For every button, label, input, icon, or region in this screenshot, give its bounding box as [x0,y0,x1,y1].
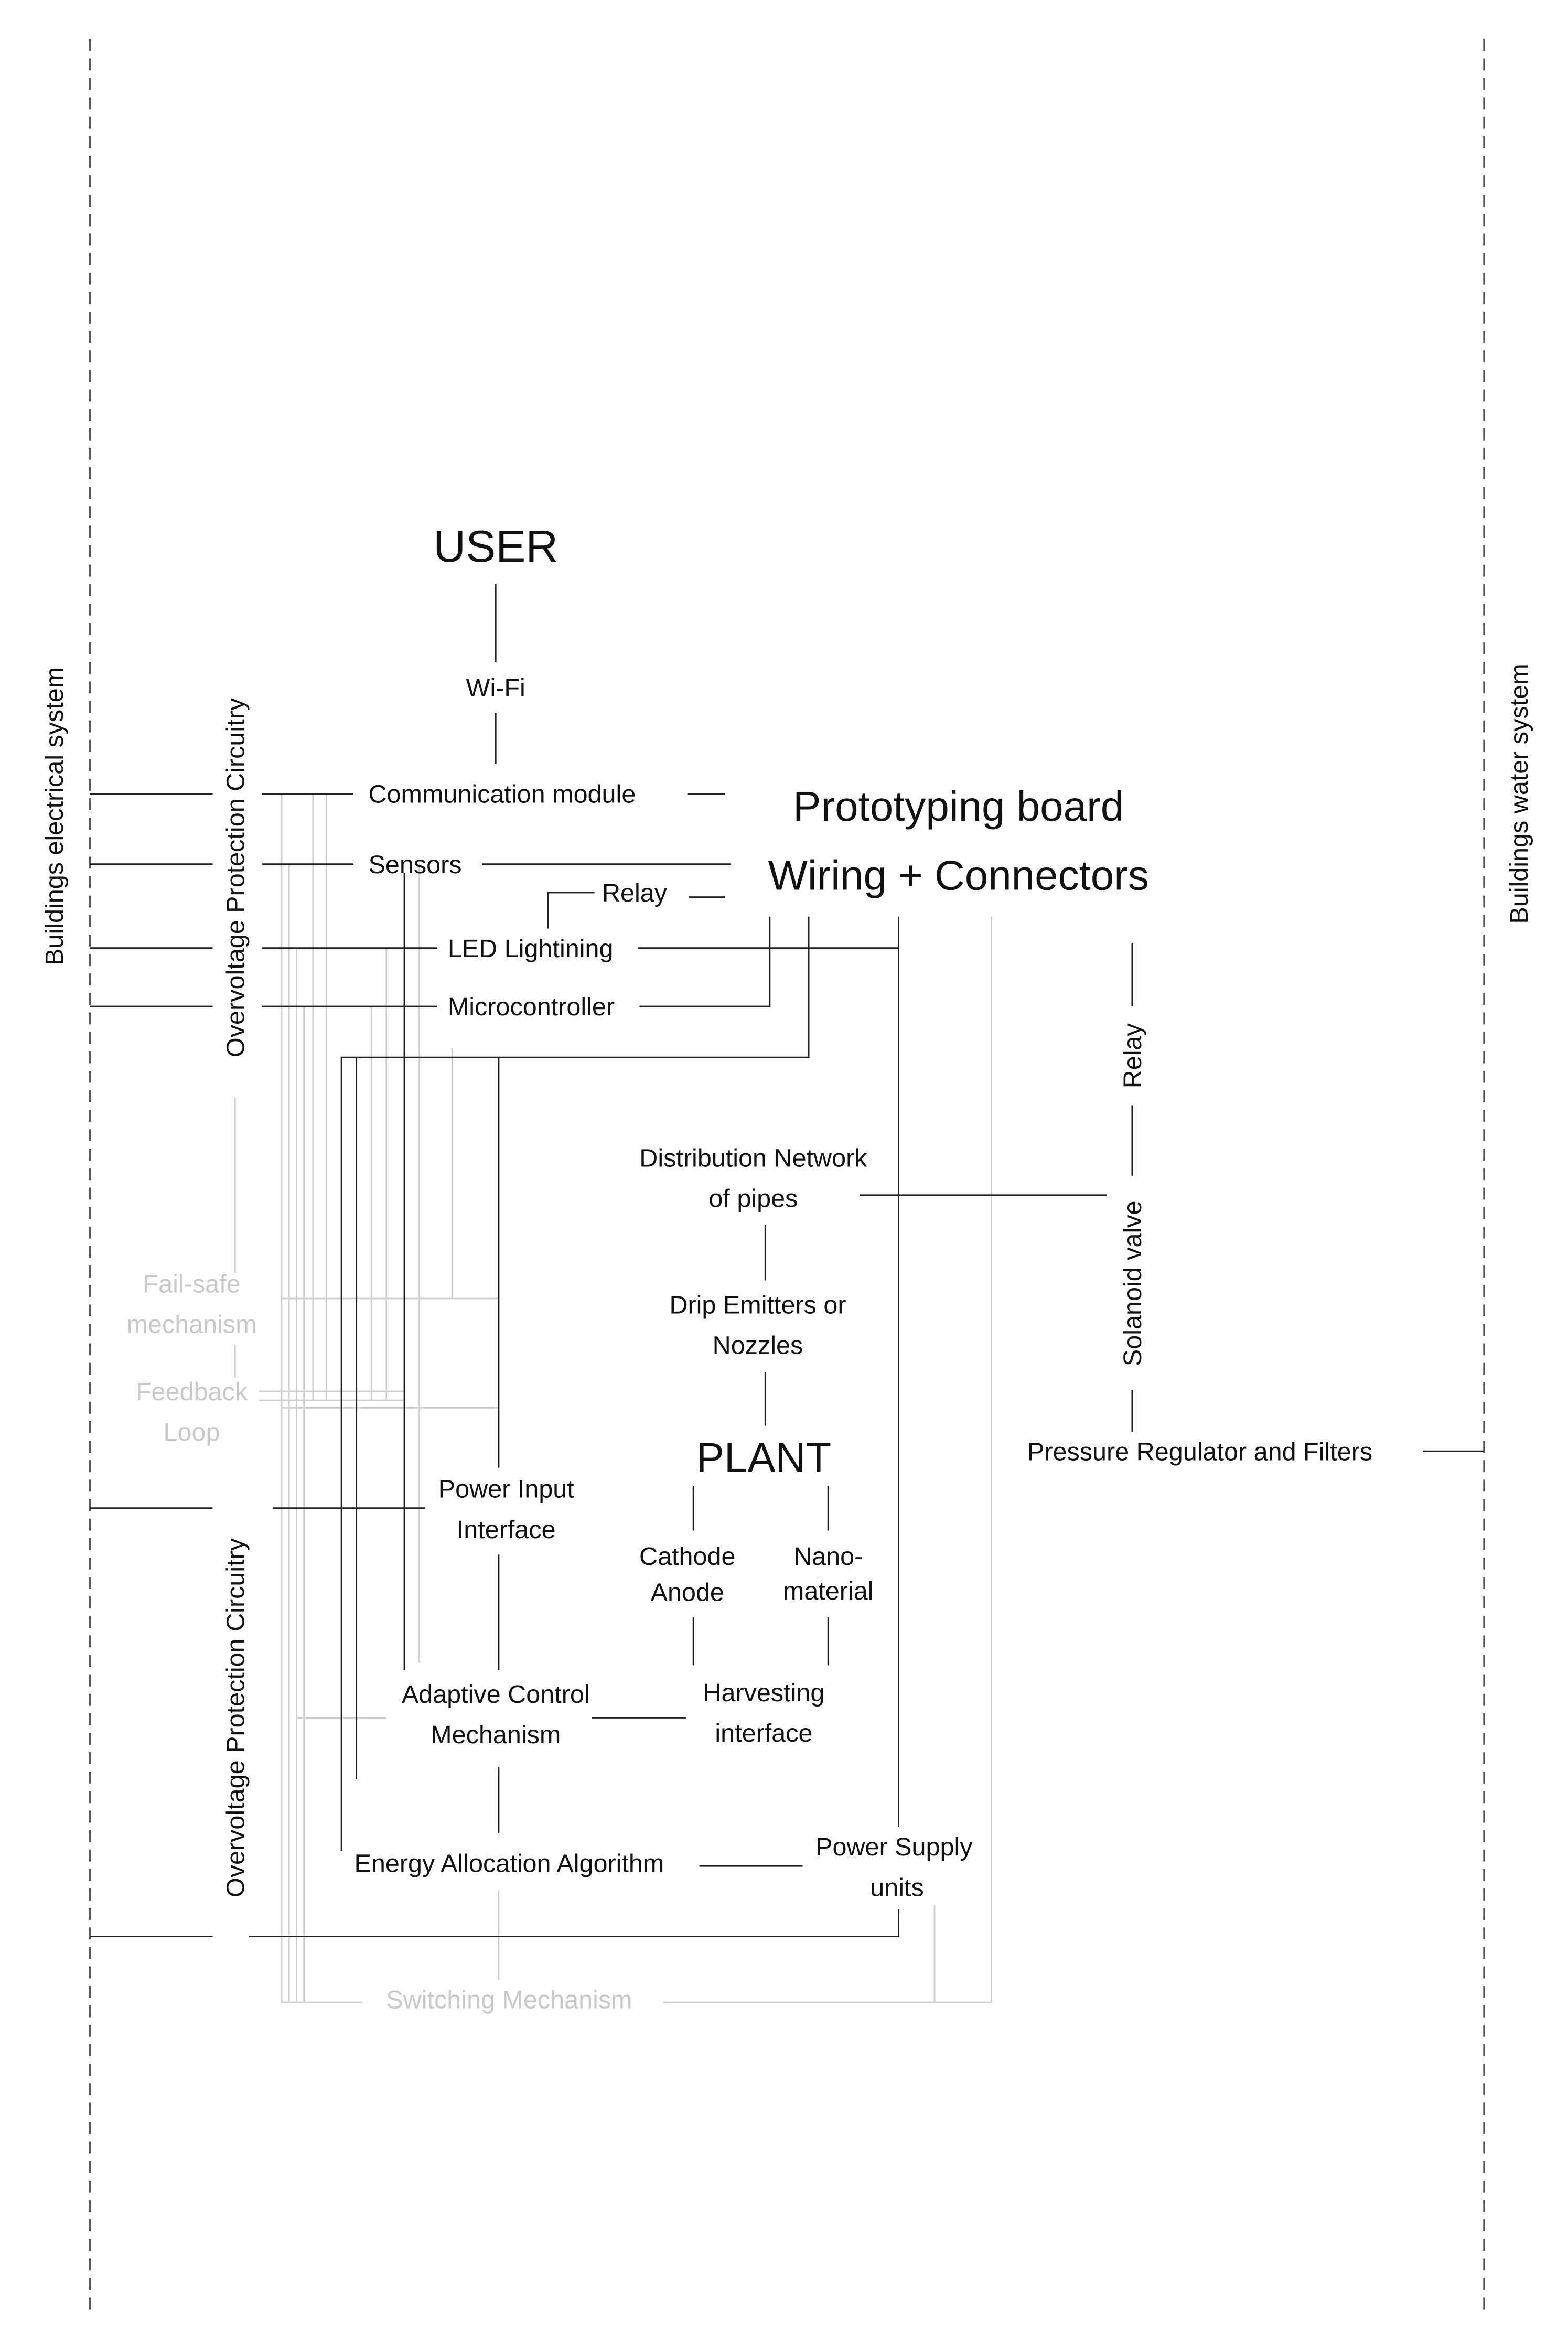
power-input-label-2: Interface [457,1516,556,1544]
dark-connections [90,584,1484,1937]
adaptive-control-label-2: Mechanism [431,1721,561,1749]
distribution-network-label-2: of pipes [708,1185,798,1213]
drip-emitters-label-2: Nozzles [713,1332,803,1360]
microcontroller-label: Microcontroller [448,993,615,1021]
feedback-loop-label-2: Loop [164,1418,220,1446]
drip-emitters-label: Drip Emitters or [669,1291,846,1319]
energy-allocation-label: Energy Allocation Algorithm [355,1850,664,1878]
failsafe-label-2: mechanism [126,1311,256,1339]
prototyping-board-label: Prototyping board [793,783,1124,830]
buildings-water-label: Buildings water system [1505,663,1533,924]
power-input-label: Power Input [438,1475,574,1504]
sensors-label: Sensors [369,851,462,879]
feedback-loop-label: Feedback [136,1378,248,1406]
buildings-electrical-label: Buildings electrical system [40,667,69,965]
cathode-label: Cathode [639,1542,736,1571]
power-supply-label-2: units [870,1873,924,1902]
relay-label: Relay [602,879,668,907]
harvesting-interface-label-2: interface [715,1719,812,1747]
harvesting-interface-label: Harvesting [703,1679,824,1707]
wiring-connectors-label: Wiring + Connectors [768,852,1148,898]
wifi-label: Wi-Fi [466,674,525,702]
nanomaterial-label: Nano- [793,1542,863,1571]
overvoltage-top-label: Overvoltage Protection Circuitry [221,698,250,1057]
communication-module-label: Communication module [369,780,636,809]
adaptive-control-label: Adaptive Control [402,1680,590,1709]
faint-connections [234,793,992,2003]
plant-label: PLANT [696,1434,832,1481]
solenoid-valve-label: Solanoid valve [1119,1200,1147,1366]
relay-water-label: Relay [1119,1023,1147,1088]
power-supply-label: Power Supply [815,1833,973,1861]
overvoltage-bottom-label: Overvoltage Protection Circuitry [221,1538,250,1897]
switching-mechanism-label: Switching Mechanism [386,1986,632,2014]
distribution-network-label: Distribution Network [639,1144,867,1173]
user-label: USER [433,521,558,572]
anode-label: Anode [651,1579,724,1607]
failsafe-label: Fail-safe [143,1270,240,1298]
pressure-regulator-label: Pressure Regulator and Filters [1027,1437,1372,1466]
led-lighting-label: LED Lightining [448,935,614,963]
nanomaterial-label-2: material [783,1577,874,1605]
